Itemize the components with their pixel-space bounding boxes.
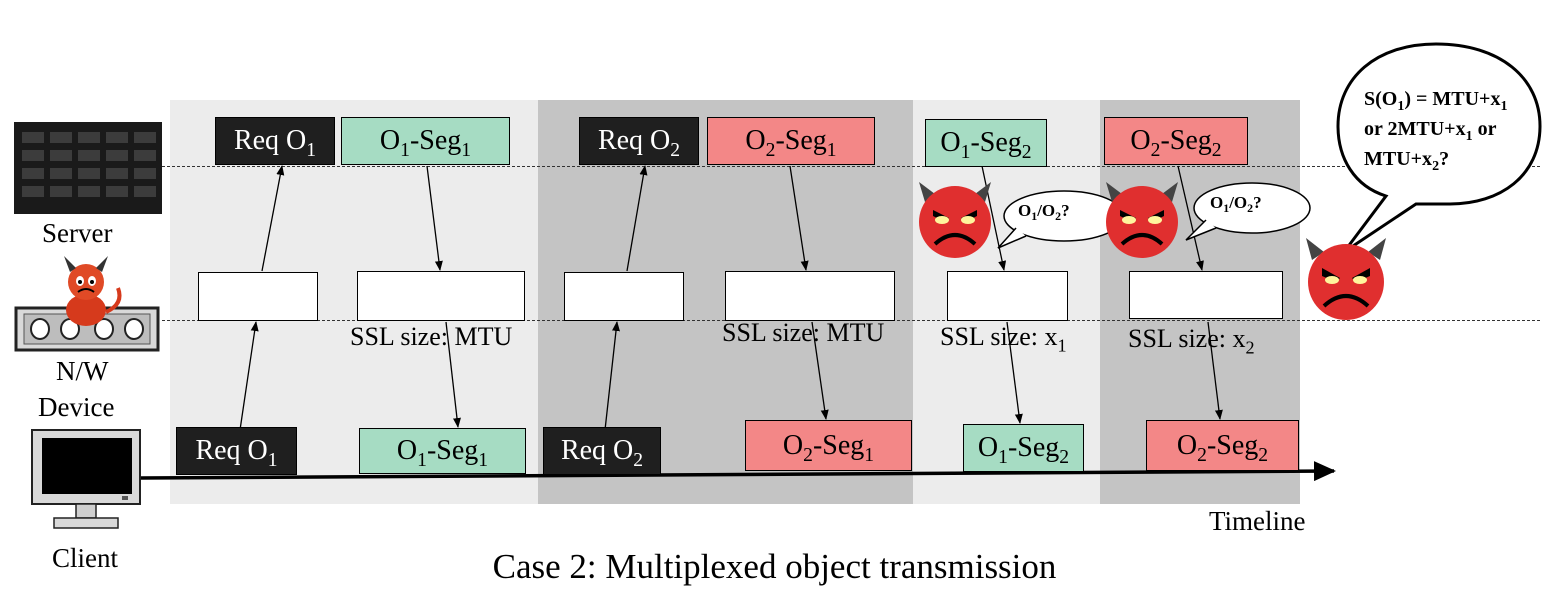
server-req-o2-text: Req O2 xyxy=(597,125,681,161)
server-o1-seg2-box: O1-Seg2 xyxy=(925,119,1047,167)
server-o2-seg2-text: O2-Seg2 xyxy=(1130,125,1222,161)
server-req-o1-box: Req O1 xyxy=(215,117,335,165)
arrow-o2seg1-device-client xyxy=(811,321,829,420)
client-o2-seg1-box: O2-Seg1 xyxy=(745,420,912,471)
attacker-devil-icon xyxy=(1106,182,1178,258)
device-record-req2 xyxy=(564,272,684,321)
arrow-req1-client-device xyxy=(239,321,259,431)
server-o1-seg1-box: O1-Seg1 xyxy=(341,117,510,165)
arrow-o2seg2-server-device xyxy=(1177,165,1204,271)
server-label: Server xyxy=(42,218,113,248)
arrow-o1seg2-server-device xyxy=(981,165,1007,271)
big-bubble-line-3: MTU+x2? xyxy=(1364,148,1450,174)
client-computer-icon xyxy=(31,429,141,529)
arrow-o2seg1-server-device xyxy=(789,165,809,271)
small-question-1: O1/O2? xyxy=(1018,201,1070,224)
client-req-o1-text: Req O1 xyxy=(195,435,278,471)
device-record-o2-seg2 xyxy=(1129,271,1283,319)
server-o2-seg1-text: O2-Seg1 xyxy=(745,125,837,161)
attacker-devil-icon xyxy=(1306,238,1386,320)
client-o2-seg1-text: O2-Seg1 xyxy=(782,429,875,466)
server-o2-seg2-box: O2-Seg2 xyxy=(1104,117,1248,165)
client-req-o2-box: Req O2 xyxy=(543,427,661,475)
client-o2-seg2-text: O2-Seg2 xyxy=(1176,429,1269,466)
figure-caption: Case 2: Multiplexed object transmission xyxy=(492,547,1057,586)
small-question-2: O1/O2? xyxy=(1210,193,1262,216)
server-o1-seg1-text: O1-Seg1 xyxy=(379,125,472,161)
client-o1-seg1-box: O1-Seg1 xyxy=(359,428,526,474)
big-bubble-line-1: S(O1) = MTU+x1 xyxy=(1364,88,1508,114)
server-o2-seg1-box: O2-Seg1 xyxy=(707,117,875,165)
client-req-o2-text: Req O2 xyxy=(560,435,644,471)
device-label-line2: Device xyxy=(38,392,115,422)
device-record-o2-seg1 xyxy=(725,271,895,321)
ssl-size-x2: SSL size: x2 xyxy=(1128,324,1255,358)
big-bubble-line-2: or 2MTU+x1 or xyxy=(1364,118,1497,144)
attacker-devil-icon xyxy=(919,182,991,258)
device-record-req1 xyxy=(198,272,318,321)
arrow-req2-device-server xyxy=(626,165,648,272)
client-o2-seg2-box: O2-Seg2 xyxy=(1146,420,1299,471)
device-label-line1: N/W xyxy=(56,356,109,386)
arrow-req2-client-device xyxy=(604,321,620,431)
server-level-line xyxy=(162,166,1540,167)
client-o1-seg2-text: O1-Seg2 xyxy=(977,432,1070,468)
client-o1-seg2-box: O1-Seg2 xyxy=(963,424,1084,472)
arrow-o1seg1-server-device xyxy=(426,165,443,271)
device-record-o1-seg2 xyxy=(947,271,1068,321)
big-bubble-text: S(O1) = MTU+x1 or 2MTU+x1 or MTU+x2? xyxy=(1364,84,1507,174)
server-req-o2-box: Req O2 xyxy=(579,117,699,165)
device-record-o1-seg1 xyxy=(357,271,525,321)
ssl-size-mtu-2: SSL size: MTU xyxy=(722,318,885,347)
arrow-req1-device-server xyxy=(261,165,285,272)
timeline-label: Timeline xyxy=(1209,506,1306,536)
small-thought-bubble-2 xyxy=(1185,182,1311,241)
server-rack-icon xyxy=(14,122,162,214)
client-label: Client xyxy=(52,543,118,573)
network-device-icon xyxy=(14,256,160,352)
client-req-o1-box: Req O1 xyxy=(176,427,297,475)
ssl-size-x1: SSL size: x1 xyxy=(940,322,1067,356)
small-thought-bubble-1 xyxy=(997,190,1125,249)
big-speech-bubble xyxy=(1336,42,1542,254)
arrow-o2seg2-device-client xyxy=(1207,321,1223,420)
timeline-axis xyxy=(139,461,1336,482)
arrow-o1seg1-device-client xyxy=(445,321,461,428)
client-o1-seg1-text: O1-Seg1 xyxy=(396,435,489,471)
ssl-size-mtu-1: SSL size: MTU xyxy=(350,322,513,351)
server-req-o1-text: Req O1 xyxy=(233,125,317,161)
arrow-o1seg2-device-client xyxy=(1006,321,1023,424)
server-o1-seg2-text: O1-Seg2 xyxy=(940,127,1032,163)
